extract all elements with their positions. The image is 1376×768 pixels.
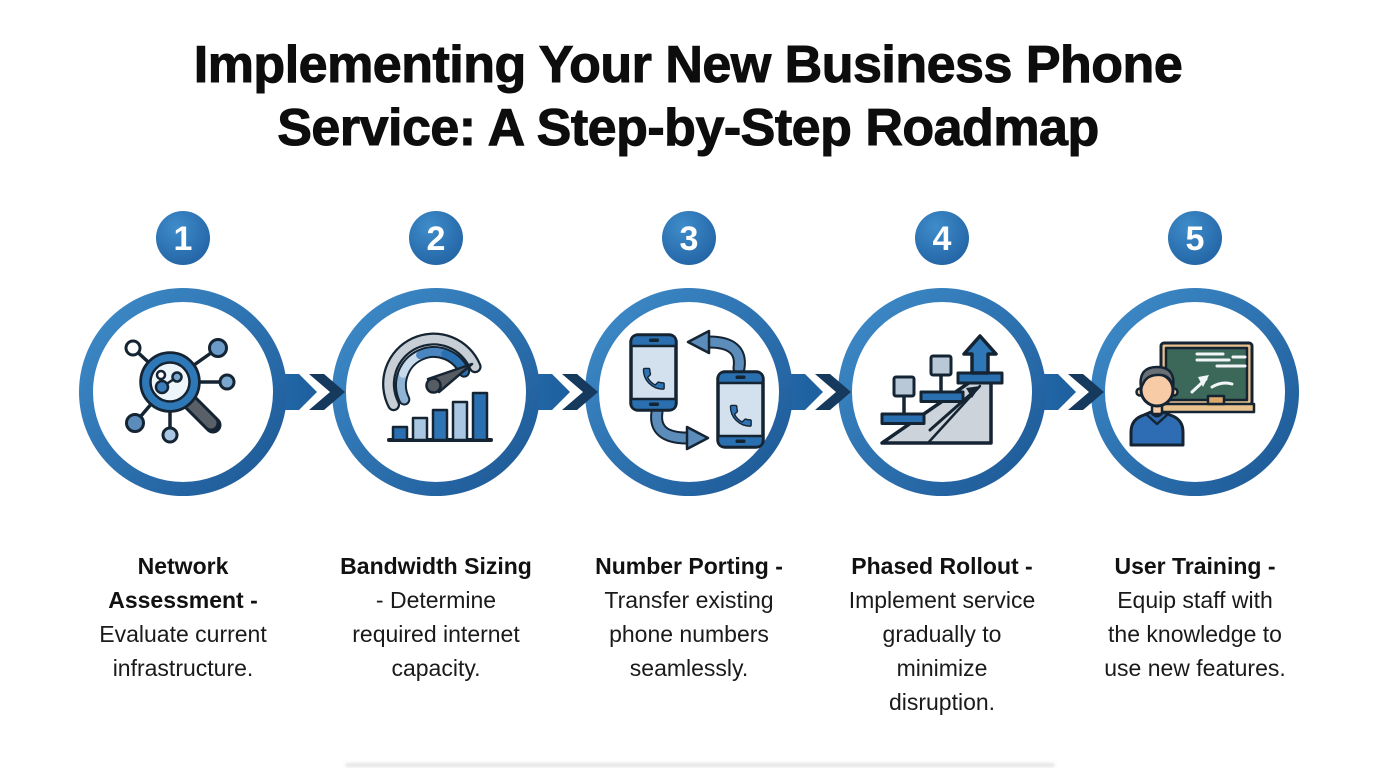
phone-handset-icon xyxy=(729,404,752,427)
connector-chevrons xyxy=(309,374,1104,410)
step-circles xyxy=(79,288,1299,496)
step-badge-5 xyxy=(1168,211,1222,265)
step-number-4: 4 xyxy=(933,220,952,258)
network-assessment-magnifier-icon xyxy=(124,338,236,444)
chevron-arrowhead-icon xyxy=(309,374,345,410)
step-badge-1 xyxy=(156,211,210,265)
phone-handset-icon xyxy=(642,367,665,390)
trainer-chalkboard-icon xyxy=(1129,341,1256,447)
step-heading: Number Porting - xyxy=(595,553,783,579)
step-number-5: 5 xyxy=(1186,220,1205,258)
chevron-arrowhead-icon xyxy=(1068,374,1104,410)
cropped-text-artifact xyxy=(345,763,1055,767)
chevron-arrowhead-icon xyxy=(562,374,598,410)
speedometer-bar-chart-icon xyxy=(382,332,493,442)
phones-swap-arrows-icon xyxy=(629,329,765,451)
step-heading: Bandwidth Sizing xyxy=(340,553,532,579)
chevron-arrowhead-icon xyxy=(815,374,851,410)
step-heading: User Training - xyxy=(1114,553,1276,579)
stairs-growth-arrow-icon xyxy=(880,334,1004,445)
chalk-arrowhead xyxy=(1198,375,1209,387)
title-line-1: Implementing Your New Business Phone xyxy=(193,36,1183,95)
infographic-title: Implementing Your New Business Phone Ser… xyxy=(0,34,1376,160)
step-badge-2 xyxy=(409,211,463,265)
step-badge-4 xyxy=(915,211,969,265)
step-number-1: 1 xyxy=(174,220,193,258)
step-badge-3 xyxy=(662,211,716,265)
process-flow-graphic: 1 2 3 4 5 xyxy=(79,211,1299,496)
step-heading: Phased Rollout - xyxy=(851,553,1033,579)
step-number-3: 3 xyxy=(680,220,699,258)
step-badges: 1 2 3 4 5 xyxy=(156,211,1222,265)
title-line-2: Service: A Step-by-Step Roadmap xyxy=(277,99,1100,158)
step-number-2: 2 xyxy=(427,220,446,258)
